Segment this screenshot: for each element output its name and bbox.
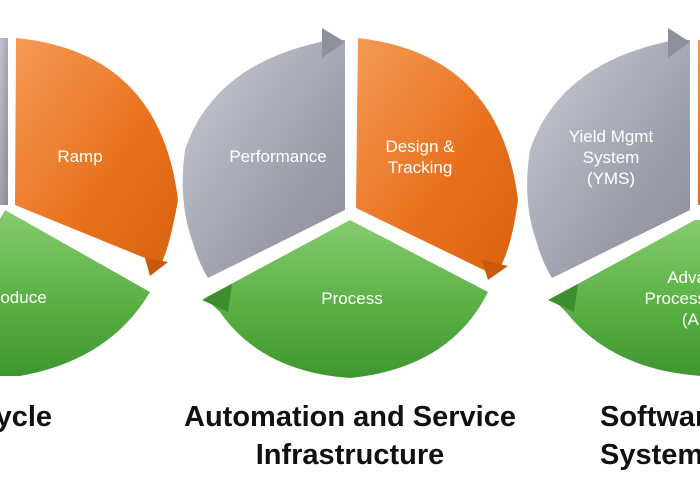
cycle-right-grey-label-line2: System bbox=[583, 148, 640, 167]
cycle-right-grey-label-line3: (YMS) bbox=[587, 169, 635, 188]
cycle-left-orange-arrowhead bbox=[145, 258, 168, 276]
cycle-center-green-arrowhead bbox=[202, 284, 232, 312]
cycle-right-green-label-line3: (APC) bbox=[682, 310, 700, 329]
caption-center: Automation and Service Infrastructure bbox=[145, 398, 555, 474]
cycle-center-orange-label-line2: Tracking bbox=[388, 158, 453, 177]
cycle-left-green-segment bbox=[0, 210, 150, 376]
cycle-center-green-segment bbox=[205, 220, 488, 378]
caption-center-line1: Automation and Service bbox=[184, 401, 516, 433]
cycle-right-green-label-line1: Advanced bbox=[667, 268, 700, 287]
cycle-center-grey-segment bbox=[182, 40, 345, 278]
cycle-left-grey-segment bbox=[0, 38, 8, 205]
caption-right: Software Systems bbox=[600, 398, 700, 474]
cycle-right-grey-segment bbox=[527, 40, 690, 278]
cycle-right-green-arrowhead bbox=[548, 284, 578, 312]
cycle-right-green-label-line2: Process Control bbox=[645, 289, 700, 308]
cycle-right-grey-label-line1: Yield Mgmt bbox=[569, 127, 654, 146]
cycle-center-green-label: Process bbox=[321, 289, 382, 308]
cycle-left-orange-segment bbox=[15, 38, 178, 272]
caption-right-line2: Systems bbox=[600, 439, 700, 471]
cycle-right: Yield Mgmt System (YMS) Advanced Process… bbox=[527, 28, 700, 376]
caption-left-line1: Lifecycle bbox=[0, 401, 53, 433]
cycle-center-grey-arrowhead bbox=[322, 28, 345, 58]
cycle-center-orange-arrowhead bbox=[482, 260, 508, 280]
caption-left: Lifecycle bbox=[0, 398, 120, 436]
cycle-center-orange-label-line1: Design & bbox=[386, 137, 456, 156]
cycle-center-orange-segment bbox=[356, 38, 518, 272]
cycle-left-orange-label: Ramp bbox=[57, 147, 102, 166]
cycle-center: Performance Design & Tracking Process bbox=[182, 28, 518, 378]
cycle-right-green-segment bbox=[552, 220, 700, 376]
caption-center-line2: Infrastructure bbox=[255, 439, 445, 471]
caption-right-line1: Software bbox=[600, 401, 700, 433]
cycle-left: Ramp Produce bbox=[0, 38, 178, 376]
cycle-right-grey-arrowhead bbox=[668, 28, 690, 58]
cycle-left-green-label: Produce bbox=[0, 288, 47, 307]
cycle-center-grey-label: Performance bbox=[229, 147, 326, 166]
